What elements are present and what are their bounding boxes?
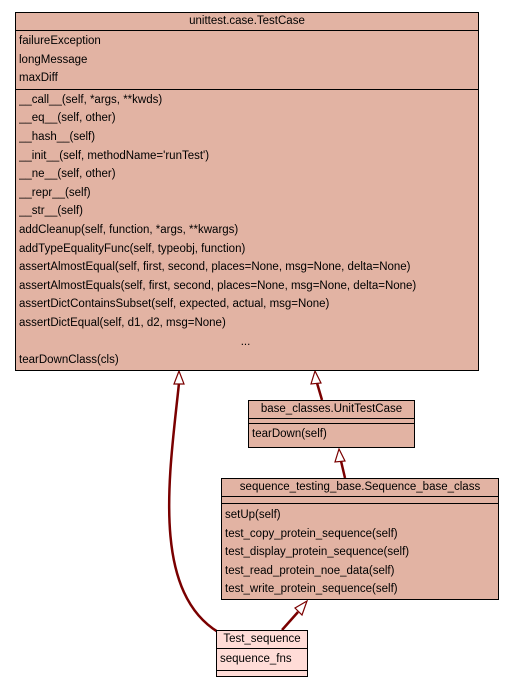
attributes-section-unittestcase [249,419,414,424]
methods-section-sequence-base: setUp(self) test_copy_protein_sequence(s… [222,504,498,601]
method-item: __call__(self, *args, **kwds) [19,93,163,106]
method-item: assertAlmostEqual(self, first, second, p… [19,261,411,274]
method-item: addTypeEqualityFunc(self, typeobj, funct… [19,242,246,255]
class-title-test-sequence: Test_sequence [217,631,307,649]
method-item: tearDown(self) [252,428,327,440]
method-item: __eq__(self, other) [19,112,116,125]
methods-section-test-sequence [217,671,307,677]
arrowhead-testcase-right [310,369,322,385]
method-item: assertDictEqual(self, d1, d2, msg=None) [19,316,226,329]
class-box-test-sequence: Test_sequence sequence_fns [216,630,308,677]
attribute-item: failureException [19,35,101,47]
attributes-section-sequence-base [222,497,498,504]
method-item: test_read_protein_noe_data(self) [225,564,395,577]
edge-unittestcase-to-testcase [315,382,324,401]
arrowhead-sequence-base [294,599,309,617]
edge-sequence-base-to-unittestcase [339,460,347,479]
attribute-item: longMessage [19,53,88,66]
edge-test-sequence-to-sequence-base [281,611,299,631]
attribute-item: sequence_fns [220,653,292,665]
method-item: __ne__(self, other) [19,168,116,181]
class-title-testcase: unittest.case.TestCase [16,13,478,31]
method-item: setUp(self) [225,509,281,521]
class-box-unittestcase: base_classes.UnitTestCase tearDown(self) [248,400,415,448]
method-item: test_write_protein_sequence(self) [225,583,398,596]
class-box-testcase: unittest.case.TestCase failureException … [15,12,479,371]
method-item: __repr__(self) [19,186,91,199]
method-item: addCleanup(self, function, *args, **kwar… [19,223,239,236]
attributes-section-testcase: failureException longMessage maxDiff [16,31,478,90]
method-item: test_copy_protein_sequence(self) [225,527,398,540]
method-item: test_display_protein_sequence(self) [225,546,410,559]
method-item: __init__(self, methodName='runTest') [19,149,210,162]
class-title-sequence-base: sequence_testing_base.Sequence_base_clas… [222,479,498,497]
methods-section-testcase: __call__(self, *args, **kwds) __eq__(sel… [16,90,478,372]
method-item: __hash__(self) [19,130,96,143]
method-item: tearDownClass(cls) [19,354,119,367]
ellipsis-indicator: ... [240,335,251,348]
attributes-section-test-sequence: sequence_fns [217,649,307,671]
method-item: assertAlmostEquals(self, first, second, … [19,279,417,292]
class-box-sequence-base: sequence_testing_base.Sequence_base_clas… [221,478,499,600]
method-item: __str__(self) [19,205,83,218]
class-title-unittestcase: base_classes.UnitTestCase [249,401,414,419]
arrowhead-unittestcase [334,447,346,463]
methods-section-unittestcase: tearDown(self) [249,424,414,446]
attribute-item: maxDiff [19,72,58,85]
edge-test-sequence-to-testcase [167,382,219,634]
arrowhead-testcase-left [173,369,185,385]
method-item: assertDictContainsSubset(self, expected,… [19,298,330,311]
